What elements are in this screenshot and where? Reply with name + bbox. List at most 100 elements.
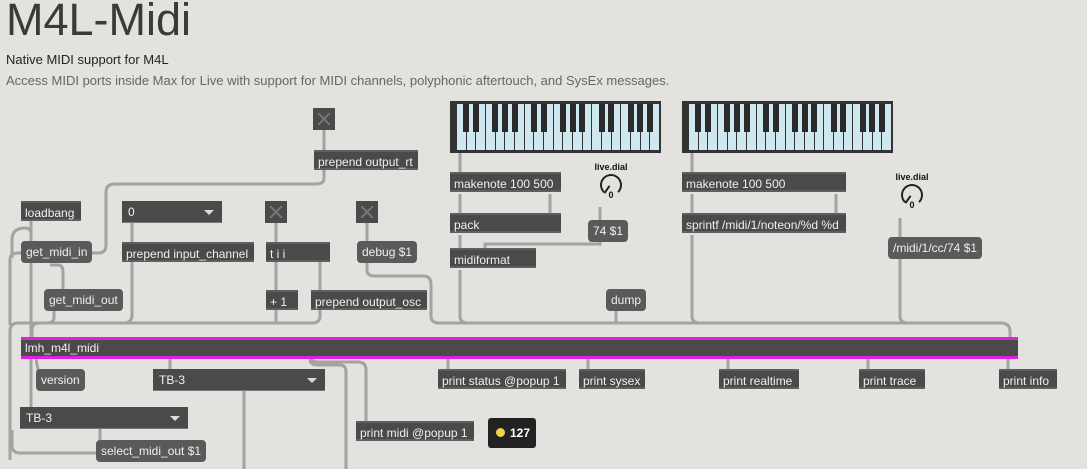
white-key[interactable] [505,104,514,150]
print-status-object[interactable]: print status @popup 1 [438,369,566,389]
black-key[interactable] [579,104,586,132]
white-key[interactable] [689,104,698,150]
white-key[interactable] [718,104,727,150]
white-key[interactable] [727,104,737,150]
white-key[interactable] [814,104,824,150]
print-realtime-object[interactable]: print realtime [719,369,799,389]
white-key[interactable] [495,104,505,150]
print-midi-object[interactable]: print midi @popup 1 [356,421,474,441]
black-key[interactable] [463,104,470,132]
black-key[interactable] [637,104,644,132]
black-key[interactable] [695,104,702,132]
black-key[interactable] [791,104,798,132]
white-key[interactable] [853,104,862,150]
channel-menu[interactable]: 0 [122,201,222,223]
white-key[interactable] [466,104,476,150]
trigger-object[interactable]: t i i [266,242,330,262]
black-key[interactable] [646,104,653,132]
debug-toggle[interactable] [356,201,378,223]
sprintf-object[interactable]: sprintf /midi/1/noteon/%d %d [682,213,846,233]
white-key[interactable] [834,104,843,150]
white-key[interactable] [766,104,775,150]
black-key[interactable] [569,104,576,132]
white-key[interactable] [805,104,814,150]
white-key[interactable] [882,104,891,150]
cc74-message[interactable]: 74 $1 [588,220,629,242]
black-key[interactable] [840,104,847,132]
white-key[interactable] [515,104,524,150]
osc-cc-message[interactable]: /midi/1/cc/74 $1 [888,237,983,259]
black-key[interactable] [772,104,779,132]
white-key[interactable] [476,104,485,150]
white-key[interactable] [747,104,756,150]
white-key[interactable] [650,104,659,150]
black-key[interactable] [704,104,711,132]
white-key[interactable] [756,104,766,150]
prepend-output-rt-object[interactable]: prepend output_rt [314,150,418,170]
dump-message[interactable]: dump [606,289,647,311]
black-key[interactable] [743,104,750,132]
print-info-object[interactable]: print info [999,369,1057,389]
keyboard-2[interactable] [682,101,893,153]
keyboard-1[interactable] [450,101,661,153]
get-midi-out-message[interactable]: get_midi_out [44,289,123,311]
prepend-input-channel-object[interactable]: prepend input_channel [122,242,254,262]
white-key[interactable] [621,104,630,150]
black-key[interactable] [608,104,615,132]
black-key[interactable] [762,104,769,132]
white-key[interactable] [708,104,717,150]
white-key[interactable] [640,104,650,150]
makenote-object-2[interactable]: makenote 100 500 [682,172,846,192]
black-key[interactable] [869,104,876,132]
black-key[interactable] [811,104,818,132]
get-midi-in-message[interactable]: get_midi_in [21,241,93,263]
white-key[interactable] [457,104,466,150]
white-key[interactable] [776,104,785,150]
white-key[interactable] [795,104,804,150]
midi-in-port-menu[interactable]: TB-3 [20,407,188,429]
white-key[interactable] [544,104,553,150]
black-key[interactable] [859,104,866,132]
plus-one-object[interactable]: + 1 [266,290,298,310]
white-key[interactable] [573,104,582,150]
realtime-toggle[interactable] [313,108,335,130]
black-key[interactable] [530,104,537,132]
white-key[interactable] [534,104,543,150]
white-key[interactable] [737,104,746,150]
white-key[interactable] [843,104,853,150]
midiformat-object[interactable]: midiformat [450,248,536,268]
white-key[interactable] [592,104,601,150]
white-key[interactable] [631,104,640,150]
osc-toggle[interactable] [265,201,287,223]
black-key[interactable] [830,104,837,132]
black-key[interactable] [511,104,518,132]
white-key[interactable] [553,104,563,150]
black-key[interactable] [501,104,508,132]
version-message[interactable]: version [36,369,85,391]
white-key[interactable] [524,104,534,150]
white-key[interactable] [611,104,621,150]
select-midi-out-message[interactable]: select_midi_out $1 [96,440,207,462]
debug-message[interactable]: debug $1 [357,241,418,263]
loadbang-object[interactable]: loadbang [21,201,81,221]
black-key[interactable] [492,104,499,132]
black-key[interactable] [724,104,731,132]
black-key[interactable] [472,104,479,132]
black-key[interactable] [801,104,808,132]
white-key[interactable] [785,104,795,150]
white-key[interactable] [563,104,572,150]
prepend-output-osc-object[interactable]: prepend output_osc [311,290,427,310]
black-key[interactable] [540,104,547,132]
white-key[interactable] [863,104,872,150]
makenote-object-1[interactable]: makenote 100 500 [450,172,561,192]
pack-object[interactable]: pack [450,213,561,233]
white-key[interactable] [872,104,882,150]
midi-out-port-menu[interactable]: TB-3 [153,369,325,391]
white-key[interactable] [698,104,708,150]
white-key[interactable] [486,104,495,150]
black-key[interactable] [559,104,566,132]
black-key[interactable] [878,104,885,132]
black-key[interactable] [733,104,740,132]
